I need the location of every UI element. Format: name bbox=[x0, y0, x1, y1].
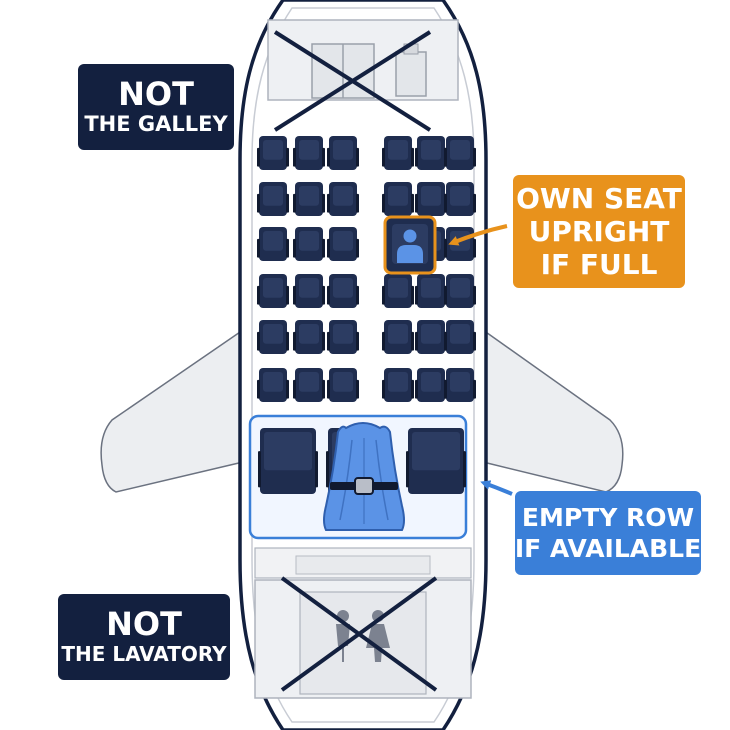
seat bbox=[382, 182, 414, 216]
seat bbox=[327, 274, 359, 308]
seat bbox=[293, 227, 325, 261]
left-wing bbox=[100, 328, 244, 493]
seat bbox=[444, 182, 476, 216]
galley-x-mark-icon bbox=[273, 30, 432, 132]
seat bbox=[444, 320, 476, 354]
own-seat-label-line2: UPRIGHT bbox=[528, 215, 670, 248]
seat bbox=[293, 320, 325, 354]
seat bbox=[257, 182, 289, 216]
seat bbox=[415, 320, 447, 354]
seat bbox=[257, 368, 289, 402]
empty-row-arrow bbox=[480, 480, 513, 496]
seat bbox=[257, 274, 289, 308]
own-seat-upright-label: OWN SEAT UPRIGHT IF FULL bbox=[513, 175, 685, 288]
seat bbox=[382, 320, 414, 354]
lavatory-x-mark-icon bbox=[280, 576, 438, 692]
own-seat-label-line1: OWN SEAT bbox=[516, 182, 682, 215]
right-wing bbox=[482, 328, 624, 493]
seat bbox=[444, 227, 476, 261]
lavatory-label-line1: NOT bbox=[106, 605, 182, 643]
seat bbox=[257, 136, 289, 170]
fuselage-inner-wall bbox=[251, 7, 475, 723]
seat bbox=[293, 368, 325, 402]
not-the-galley-label: NOT THE GALLEY bbox=[78, 64, 234, 150]
seat bbox=[444, 274, 476, 308]
seat bbox=[327, 182, 359, 216]
seat bbox=[382, 136, 414, 170]
seatbelt bbox=[330, 477, 398, 495]
blanket-icon bbox=[323, 422, 405, 531]
seat bbox=[293, 136, 325, 170]
lavatory bbox=[254, 547, 472, 699]
lavatory-label-line2: THE LAVATORY bbox=[61, 642, 227, 666]
empty-row-label: EMPTY ROW IF AVAILABLE bbox=[515, 491, 701, 575]
seat bbox=[415, 182, 447, 216]
seat bbox=[257, 227, 289, 261]
seat bbox=[444, 136, 476, 170]
seat-grid bbox=[257, 136, 476, 402]
seat bbox=[293, 274, 325, 308]
seat bbox=[327, 136, 359, 170]
not-the-lavatory-label: NOT THE LAVATORY bbox=[58, 594, 230, 680]
galley-label-line1: NOT bbox=[118, 75, 194, 113]
seat bbox=[382, 274, 414, 308]
galley-label-line2: THE GALLEY bbox=[84, 112, 228, 136]
seat bbox=[415, 274, 447, 308]
empty-row-label-line1: EMPTY ROW bbox=[521, 503, 695, 532]
seat bbox=[327, 368, 359, 402]
empty-row-label-line2: IF AVAILABLE bbox=[514, 534, 702, 563]
seat bbox=[444, 368, 476, 402]
own-seat-label-line3: IF FULL bbox=[540, 248, 658, 281]
seat bbox=[415, 136, 447, 170]
own-seat-arrow bbox=[448, 224, 508, 246]
seat bbox=[327, 227, 359, 261]
seat bbox=[327, 320, 359, 354]
empty-row-seat bbox=[258, 428, 318, 494]
empty-row-seat bbox=[406, 428, 466, 494]
seat bbox=[293, 182, 325, 216]
seat bbox=[257, 320, 289, 354]
seat bbox=[382, 368, 414, 402]
person-icon bbox=[397, 229, 423, 263]
seat bbox=[415, 368, 447, 402]
